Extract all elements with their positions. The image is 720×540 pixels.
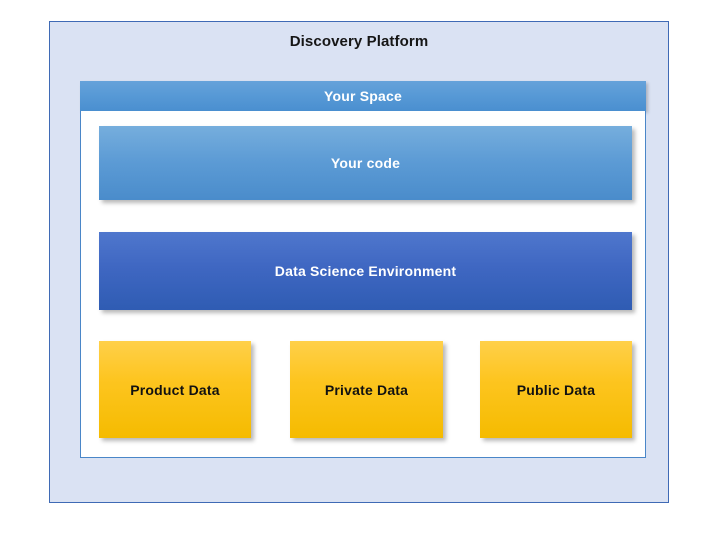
your-code-box: Your code	[99, 126, 632, 200]
your-code-label: Your code	[330, 155, 401, 171]
data-science-environment-label: Data Science Environment	[274, 263, 457, 279]
product-data-box: Product Data	[99, 341, 251, 438]
private-data-box: Private Data	[290, 341, 443, 438]
data-science-environment-box: Data Science Environment	[99, 232, 632, 310]
public-data-box: Public Data	[480, 341, 632, 438]
private-data-label: Private Data	[324, 381, 409, 398]
product-data-label: Product Data	[130, 381, 220, 398]
your-space-label: Your Space	[324, 88, 402, 104]
public-data-label: Public Data	[516, 381, 596, 398]
page-title: Discovery Platform	[289, 33, 429, 50]
your-space-header: Your Space	[80, 81, 646, 111]
